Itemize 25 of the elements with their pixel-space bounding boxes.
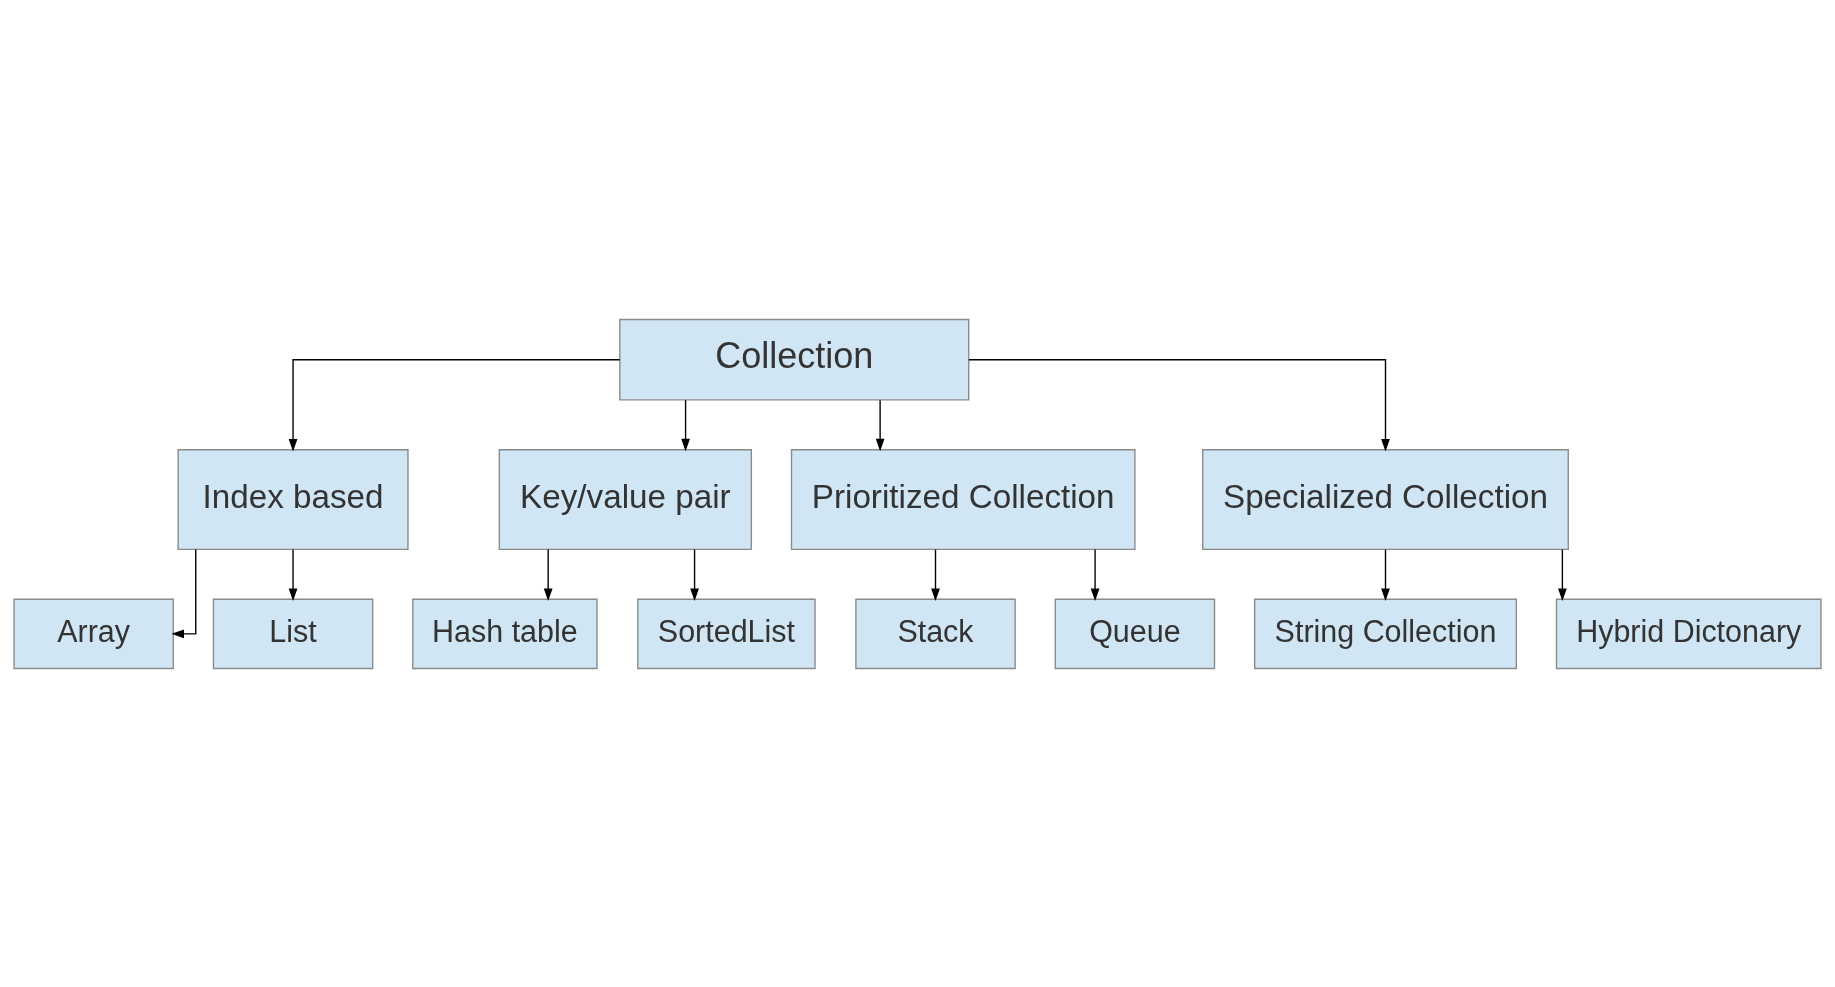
arrow (288, 358, 621, 452)
node-box: Hash table (412, 598, 598, 669)
node-box: Hybrid Dictonary (1555, 598, 1822, 669)
node-box: Specialized Collection (1202, 448, 1569, 550)
arrow (1558, 548, 1567, 601)
node-box: Prioritized Collection (790, 448, 1136, 550)
arrow (543, 548, 553, 601)
arrow (931, 548, 940, 601)
arrow (171, 548, 197, 638)
arrow (1381, 548, 1390, 601)
arrow (681, 398, 690, 451)
node-box: String Collection (1253, 598, 1518, 669)
arrow (968, 358, 1390, 452)
arrow (690, 548, 699, 601)
node-box: Key/value pair (498, 448, 753, 550)
arrow (875, 398, 885, 451)
arrow (1090, 548, 1100, 601)
node-box: Collection (619, 318, 970, 401)
node-box: List (212, 598, 374, 669)
node-box: Array (13, 598, 174, 669)
node-box: Index based (177, 448, 409, 550)
node-box: SortedList (637, 598, 816, 669)
node-box: Queue (1054, 598, 1216, 669)
arrow (288, 548, 298, 601)
node-box: Stack (855, 598, 1016, 669)
